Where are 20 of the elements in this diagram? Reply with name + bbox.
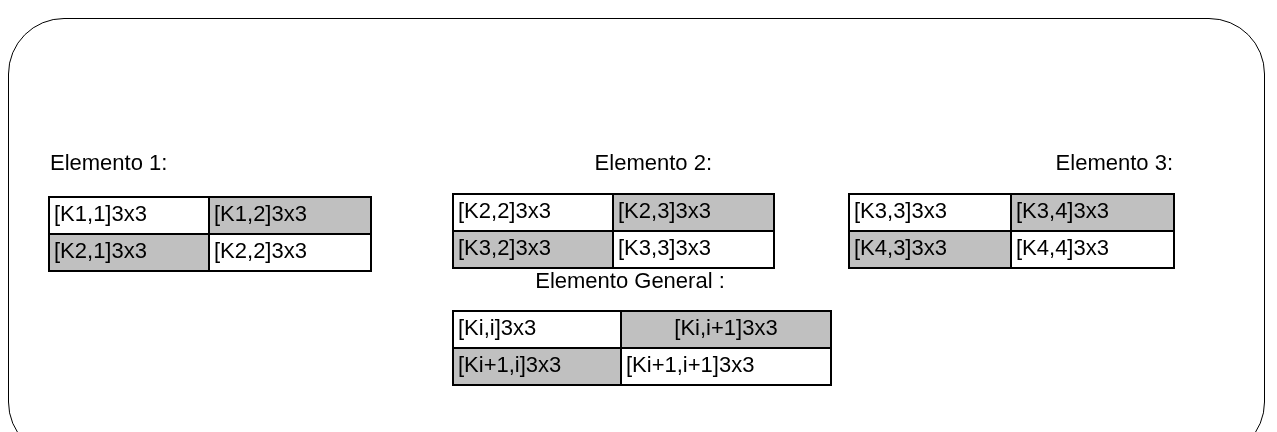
matrix-cell: [Ki,i+1]3x3 <box>621 311 831 348</box>
matrix-cell: [K2,1]3x3 <box>49 234 209 271</box>
matrix-cell: [K3,4]3x3 <box>1011 194 1174 231</box>
element-heading: Elemento 2: <box>593 150 712 176</box>
matrix-cell: [K3,3]3x3 <box>849 194 1011 231</box>
element-heading: Elemento General : <box>534 268 726 294</box>
matrix-cell: [K4,4]3x3 <box>1011 231 1174 268</box>
matrix-cell: [K4,3]3x3 <box>849 231 1011 268</box>
element-heading: Elemento 1: <box>50 150 169 176</box>
matrix-cell: [K3,3]3x3 <box>613 231 774 268</box>
matrix-cell: [K2,3]3x3 <box>613 194 774 231</box>
matrix-cell: [K3,2]3x3 <box>453 231 613 268</box>
matrix-cell: [K2,2]3x3 <box>453 194 613 231</box>
matrix-cell: [K1,1]3x3 <box>49 197 209 234</box>
matrix-cell: [K1,2]3x3 <box>209 197 371 234</box>
matrix-cell: [Ki,i]3x3 <box>453 311 621 348</box>
matrix-cell: [K2,2]3x3 <box>209 234 371 271</box>
element-heading: Elemento 3: <box>1054 150 1173 176</box>
matrix-cell: [Ki+1,i]3x3 <box>453 348 621 385</box>
matrix-cell: [Ki+1,i+1]3x3 <box>621 348 831 385</box>
